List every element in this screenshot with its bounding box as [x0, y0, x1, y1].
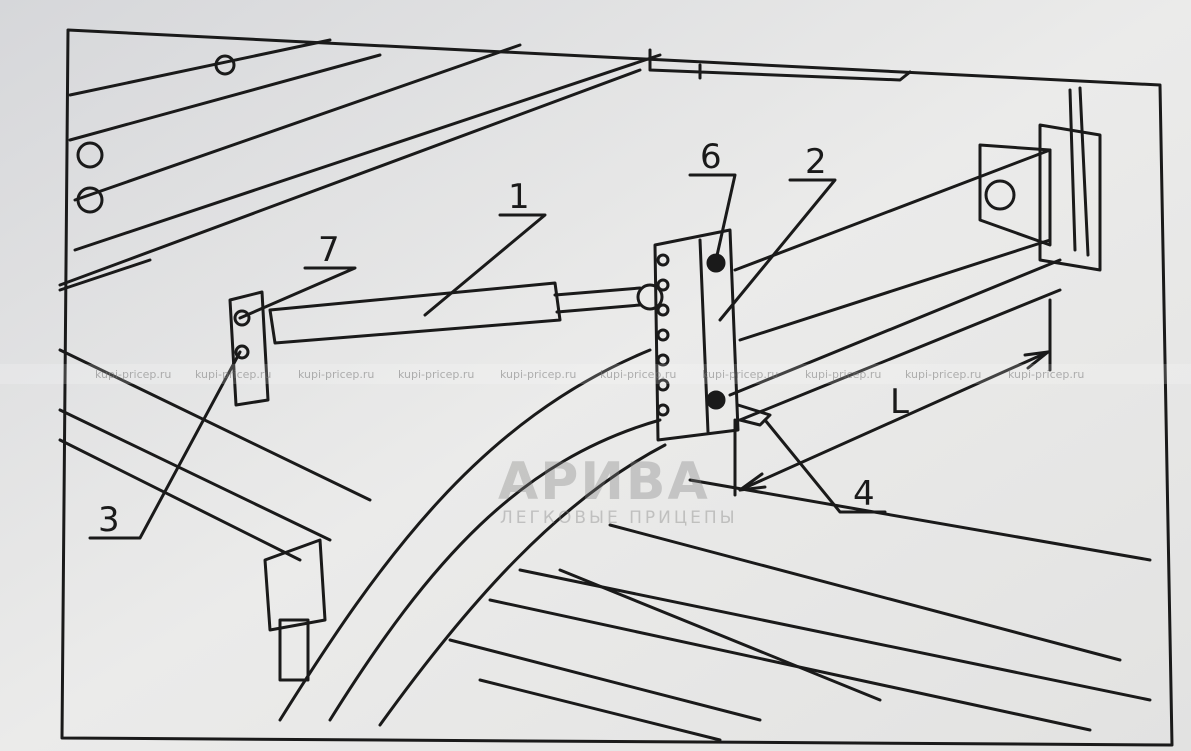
leader-3: [88, 350, 242, 540]
callout-2: 2: [805, 142, 827, 182]
callout-7: 7: [318, 230, 340, 270]
leader-6: [688, 173, 737, 262]
watermark-text: kupi-pricep.ru: [702, 368, 779, 381]
callout-6: 6: [700, 137, 722, 177]
watermark-band: [0, 364, 1191, 384]
drawing-border: [60, 28, 1174, 747]
dimension-label-L: L: [890, 382, 909, 422]
leader-1: [423, 213, 547, 317]
leader-7: [238, 266, 357, 320]
watermark-text: kupi-pricep.ru: [805, 368, 882, 381]
watermark-logo-subtitle: ЛЕГКОВЫЕ ПРИЦЕПЫ: [500, 508, 738, 528]
callout-1: 1: [508, 177, 530, 217]
callout-3: 3: [98, 500, 120, 540]
watermark-text: kupi-pricep.ru: [95, 368, 172, 381]
watermark-text: kupi-pricep.ru: [905, 368, 982, 381]
watermark-text: kupi-pricep.ru: [1008, 368, 1085, 381]
shock-absorber: [268, 281, 562, 345]
watermark-text: kupi-pricep.ru: [195, 368, 272, 381]
bracket-3: [228, 290, 270, 407]
watermark-text: kupi-pricep.ru: [500, 368, 577, 381]
watermark-text: kupi-pricep.ru: [398, 368, 475, 381]
leader-2: [718, 178, 837, 322]
watermark-logo-title: АРИВА: [498, 452, 710, 512]
callout-4: 4: [853, 474, 875, 514]
watermark-text: kupi-pricep.ru: [600, 368, 677, 381]
watermark-text: kupi-pricep.ru: [298, 368, 375, 381]
leader-4: [763, 418, 887, 514]
